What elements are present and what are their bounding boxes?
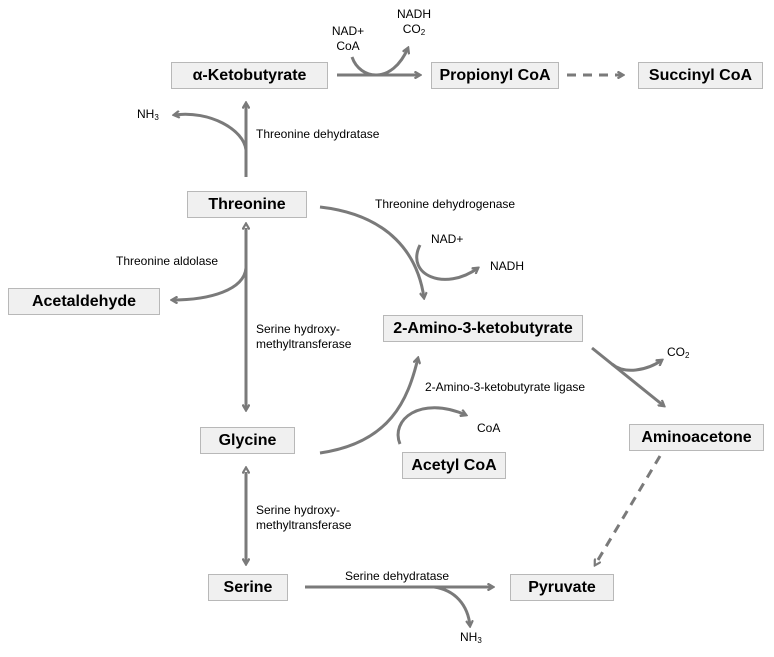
arrow-co2-release bbox=[611, 360, 662, 372]
enzyme-shmt-lower-line1: Serine hydroxy- bbox=[256, 503, 341, 517]
cofactor-nad-mid: NAD+ bbox=[431, 232, 464, 246]
enzyme-shmt-upper-line1: Serine hydroxy- bbox=[256, 322, 341, 336]
node-2-amino-3-ketobutyrate: 2-Amino-3-ketobutyrate bbox=[383, 315, 583, 342]
enzyme-shmt-lower: Serine hydroxy- methyltransferase bbox=[256, 503, 351, 533]
enzyme-ketobutyrate-ligase: 2-Amino-3-ketobutyrate ligase bbox=[425, 380, 586, 394]
cofactor-nad-top: NAD+ bbox=[331, 24, 365, 38]
arrow-acetaldehyde-branch bbox=[172, 267, 248, 300]
enzyme-serine-dehydratase: Serine dehydratase bbox=[345, 569, 450, 583]
enzyme-shmt-upper-line2: methyltransferase bbox=[256, 337, 352, 351]
node-serine: Serine bbox=[208, 574, 288, 601]
cofactor-nh3-top: NH3 bbox=[137, 107, 159, 122]
arrow-nad-to-nadh-mid bbox=[415, 244, 478, 281]
enzyme-shmt-upper: Serine hydroxy- methyltransferase bbox=[256, 322, 351, 352]
arrow-threonine-to-aminoketobutyrate bbox=[319, 205, 424, 298]
enzyme-shmt-lower-line2: methyltransferase bbox=[256, 518, 352, 532]
enzyme-threonine-dehydratase: Threonine dehydratase bbox=[256, 127, 380, 141]
arrow-aminoketobutyrate-to-aminoacetone bbox=[591, 346, 664, 406]
node-threonine: Threonine bbox=[187, 191, 307, 218]
node-acetyl-coa: Acetyl CoA bbox=[402, 452, 506, 479]
node-alpha-ketobutyrate: α-Ketobutyrate bbox=[171, 62, 328, 89]
arrow-nh3-release bbox=[174, 114, 248, 151]
cofactor-co2-top: CO2 bbox=[402, 22, 426, 37]
node-succinyl-coa: Succinyl CoA bbox=[638, 62, 763, 89]
arrow-acetyl-coa-in bbox=[396, 406, 466, 445]
node-acetaldehyde: Acetaldehyde bbox=[8, 288, 160, 315]
cofactor-co2-mid: CO2 bbox=[667, 345, 690, 360]
arrow-aminoacetone-to-pyruvate bbox=[595, 455, 662, 565]
cofactor-nad-coa-top: NAD+ CoA bbox=[328, 24, 368, 54]
arrow-nh3-release-bottom bbox=[433, 585, 470, 626]
cofactor-nh3-bottom: NH3 bbox=[460, 630, 482, 645]
cofactor-coa-top: CoA bbox=[336, 39, 360, 53]
cofactor-nadh-mid: NADH bbox=[490, 259, 525, 273]
cofactor-coa-mid: CoA bbox=[477, 421, 501, 435]
arrow-nad-coa-to-nadh bbox=[350, 48, 408, 77]
node-propionyl-coa: Propionyl CoA bbox=[431, 62, 559, 89]
enzyme-threonine-dehydrogenase: Threonine dehydrogenase bbox=[375, 197, 516, 211]
cofactor-nadh-co2-top: NADH CO2 bbox=[392, 7, 436, 40]
node-glycine: Glycine bbox=[200, 427, 295, 454]
node-aminoacetone: Aminoacetone bbox=[629, 424, 764, 451]
enzyme-threonine-aldolase: Threonine aldolase bbox=[116, 254, 219, 268]
arrow-glycine-to-aminoketobutyrate bbox=[319, 358, 418, 455]
node-pyruvate: Pyruvate bbox=[510, 574, 614, 601]
cofactor-nadh-top: NADH bbox=[396, 7, 431, 21]
